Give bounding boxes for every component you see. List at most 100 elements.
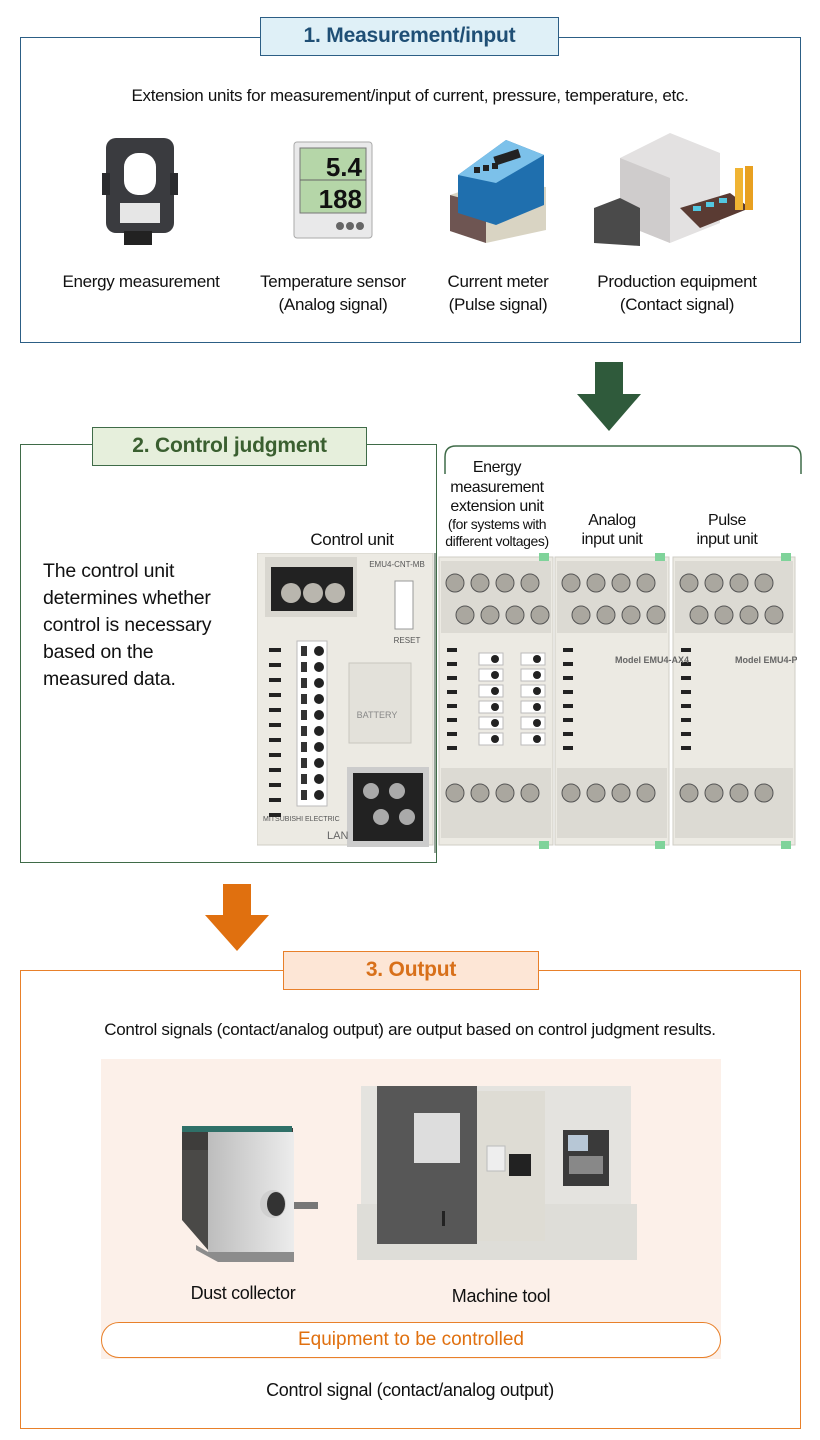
label-line: (for systems with	[447, 516, 547, 532]
terminal-screw	[314, 774, 324, 784]
terminal-slot	[301, 774, 307, 784]
terminal-screw	[561, 573, 581, 593]
dust-collector-icon	[182, 1126, 318, 1262]
terminal-screw	[314, 678, 324, 688]
terminal-slot	[301, 790, 307, 800]
terminal-screw	[455, 605, 475, 625]
current-sensor-icon	[102, 138, 178, 245]
energy-unit-label: Energy measurement extension unit (for s…	[445, 458, 549, 550]
status-led	[563, 718, 573, 722]
label-line: (Analog signal)	[278, 295, 388, 314]
equipment-group-label: Equipment to be controlled	[101, 1322, 721, 1358]
terminal-screw	[314, 646, 324, 656]
terminal-screw	[611, 573, 631, 593]
output-title: 3. Output	[283, 951, 539, 990]
din-clip	[539, 553, 549, 561]
terminal-screw	[586, 573, 606, 593]
terminal-screw	[314, 790, 324, 800]
label-line: (Contact signal)	[619, 295, 735, 314]
status-led	[447, 704, 457, 708]
label-line: (Pulse signal)	[448, 295, 548, 314]
arrow-down-orange-icon	[205, 884, 269, 951]
terminal-screw	[491, 719, 499, 727]
status-led	[563, 704, 573, 708]
terminal-screw	[491, 735, 499, 743]
arrow-down-green-icon	[577, 362, 641, 431]
machine-tool-icon	[357, 1086, 637, 1260]
status-led	[269, 798, 281, 802]
terminal-screw	[470, 573, 490, 593]
label-line: extension unit	[450, 498, 544, 515]
label-line: Temperature sensor	[260, 272, 406, 291]
status-led	[269, 663, 281, 667]
emu4-device-photo: EMU4-CNT-MB RESET BATTERY MITSUBISHI ELE…	[257, 553, 797, 853]
control-signal-footer: Control signal (contact/analog output)	[266, 1380, 554, 1400]
status-led	[269, 723, 281, 727]
terminal-screw	[729, 783, 749, 803]
status-led	[681, 676, 691, 680]
terminal-slot	[301, 694, 307, 704]
status-led	[447, 746, 457, 750]
status-led	[447, 718, 457, 722]
measurement-input-title: 1. Measurement/input	[260, 17, 559, 56]
terminal-screw	[646, 605, 666, 625]
pulse-model-label: Model EMU4-PX4	[735, 655, 797, 665]
status-led	[681, 648, 691, 652]
status-led	[681, 662, 691, 666]
terminal-screw	[314, 758, 324, 768]
terminal-screw	[470, 783, 490, 803]
din-clip	[781, 841, 791, 849]
label-line: Current meter	[447, 272, 549, 291]
status-led	[563, 746, 573, 750]
display-top-value: 5.4	[326, 152, 363, 182]
terminal-screw	[679, 783, 699, 803]
din-clip	[781, 553, 791, 561]
reset-label: RESET	[394, 636, 421, 645]
terminal-screw	[314, 662, 324, 672]
terminal-screw	[571, 605, 591, 625]
terminal-screw	[636, 573, 656, 593]
terminal-slot	[301, 662, 307, 672]
label-line: Energy measurement	[62, 272, 220, 291]
terminal-block	[557, 768, 667, 838]
terminal-block	[441, 768, 551, 838]
terminal-screw	[586, 783, 606, 803]
thermometer-display-icon: 5.4 188	[293, 141, 373, 239]
label-line: Energy	[472, 459, 522, 476]
status-led	[447, 732, 457, 736]
terminal-screw	[505, 605, 525, 625]
description-line: measured data.	[43, 668, 176, 690]
measurement-input-description: Extension units for measurement/input of…	[131, 86, 689, 105]
status-led	[269, 678, 281, 682]
terminal-slot	[301, 710, 307, 720]
terminal-screw	[480, 605, 500, 625]
terminal-screw	[704, 783, 724, 803]
lan-port-label: LAN	[327, 830, 348, 842]
status-led	[563, 662, 573, 666]
terminal-block	[675, 768, 793, 838]
terminal-slot	[301, 646, 307, 656]
terminal-screw	[520, 783, 540, 803]
terminal-screw	[533, 703, 541, 711]
terminal-screw	[533, 671, 541, 679]
status-led	[447, 648, 457, 652]
terminal-screw	[754, 783, 774, 803]
label-line: Production equipment	[597, 272, 757, 291]
terminal-screw	[520, 573, 540, 593]
status-led	[563, 690, 573, 694]
status-led	[269, 813, 281, 817]
terminal-screw	[495, 573, 515, 593]
status-led	[269, 768, 281, 772]
item-label-energy-measurement: Energy measurement	[62, 270, 219, 293]
status-led	[563, 648, 573, 652]
brand-logo-text: MITSUBISHI ELECTRIC	[263, 816, 340, 823]
terminal-screw	[491, 703, 499, 711]
terminal-slot	[301, 726, 307, 736]
terminal-screw	[314, 726, 324, 736]
status-led	[269, 738, 281, 742]
production-machine-icon	[594, 133, 753, 246]
terminal-screw	[530, 605, 550, 625]
terminal-screw	[445, 573, 465, 593]
terminal-screw	[714, 605, 734, 625]
